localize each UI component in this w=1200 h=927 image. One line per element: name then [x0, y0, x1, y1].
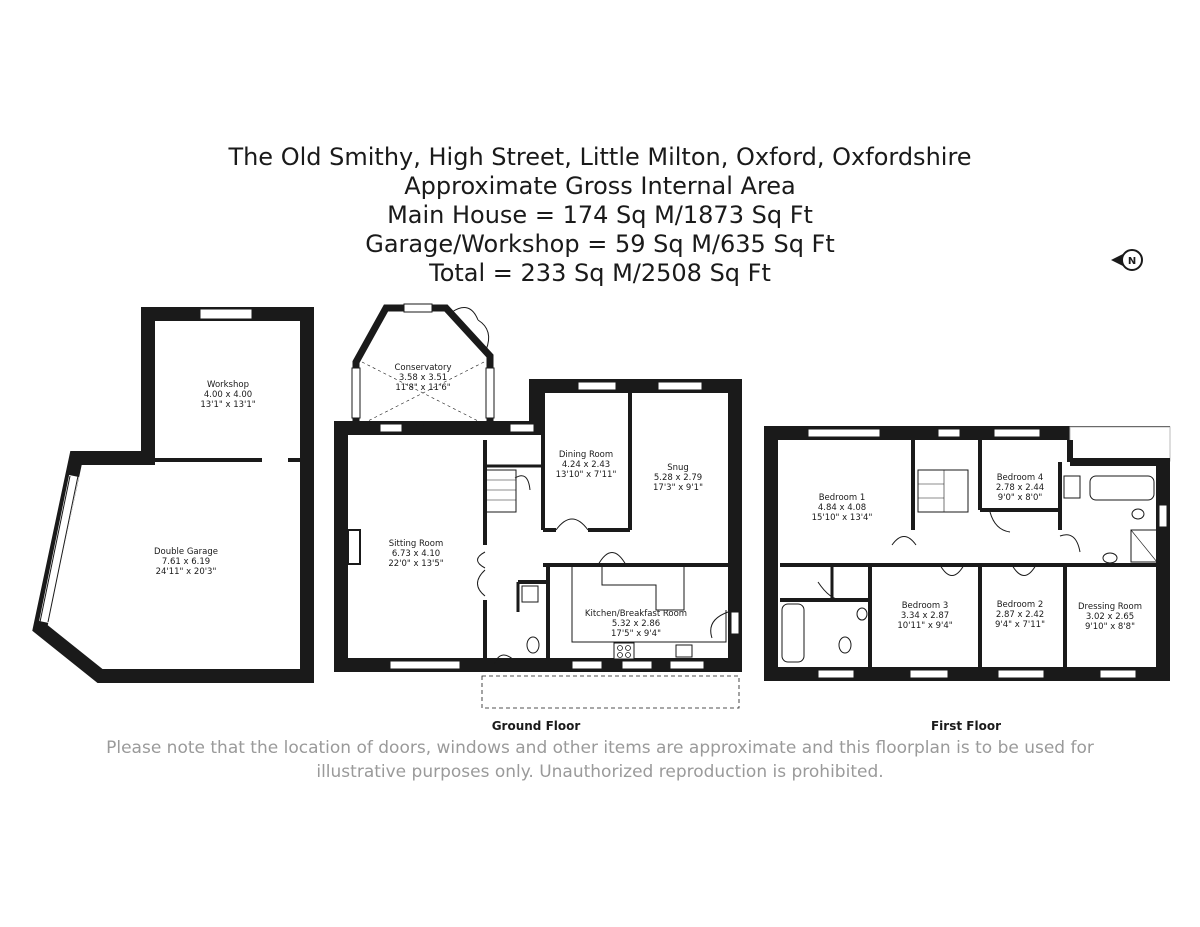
svg-text:9'4" x 7'11": 9'4" x 7'11" [995, 620, 1045, 630]
svg-text:10'11" x 9'4": 10'11" x 9'4" [897, 621, 952, 631]
svg-text:24'11" x 20'3": 24'11" x 20'3" [156, 567, 217, 577]
svg-text:Bedroom 1: Bedroom 1 [819, 493, 866, 503]
svg-text:22'0" x 13'5": 22'0" x 13'5" [388, 559, 443, 569]
svg-text:17'3" x 9'1": 17'3" x 9'1" [653, 483, 703, 493]
svg-text:Snug: Snug [667, 463, 689, 473]
svg-text:6.73 x 4.10: 6.73 x 4.10 [392, 549, 440, 559]
first-floor-plan [764, 426, 1171, 681]
room-kitchen: Kitchen/Breakfast Room 5.32 x 2.86 17'5"… [585, 609, 687, 639]
svg-text:Double Garage: Double Garage [154, 547, 218, 557]
ground-floor-label: Ground Floor [492, 719, 581, 733]
property-address: The Old Smithy, High Street, Little Milt… [228, 143, 972, 171]
svg-text:4.00 x 4.00: 4.00 x 4.00 [204, 390, 252, 400]
svg-text:5.28 x 2.79: 5.28 x 2.79 [654, 473, 702, 483]
svg-text:15'10" x 13'4": 15'10" x 13'4" [812, 513, 873, 523]
svg-text:Dressing Room: Dressing Room [1078, 602, 1142, 612]
svg-text:N: N [1128, 256, 1136, 267]
svg-text:Conservatory: Conservatory [395, 363, 452, 373]
svg-text:13'10" x 7'11": 13'10" x 7'11" [556, 470, 617, 480]
svg-text:Bedroom 2: Bedroom 2 [997, 600, 1044, 610]
svg-text:Bedroom 3: Bedroom 3 [902, 601, 949, 611]
room-bedroom-4: Bedroom 4 2.78 x 2.44 9'0" x 8'0" [996, 473, 1044, 503]
room-conservatory: Conservatory 3.58 x 3.51 11'8" x 11'6" [395, 363, 452, 393]
ground-floor-plan [334, 303, 742, 709]
svg-text:Kitchen/Breakfast Room: Kitchen/Breakfast Room [585, 609, 687, 619]
svg-text:11'8" x 11'6": 11'8" x 11'6" [395, 383, 450, 393]
area-heading: Approximate Gross Internal Area [404, 172, 796, 200]
svg-text:13'1" x 13'1": 13'1" x 13'1" [200, 400, 255, 410]
svg-text:4.84 x 4.08: 4.84 x 4.08 [818, 503, 866, 513]
room-double-garage: Double Garage 7.61 x 6.19 24'11" x 20'3" [154, 547, 218, 577]
garage-workshop-building [32, 307, 314, 683]
north-arrow-icon: N [1111, 249, 1143, 271]
svg-text:3.58 x 3.51: 3.58 x 3.51 [399, 373, 447, 383]
svg-text:3.34 x 2.87: 3.34 x 2.87 [901, 611, 949, 621]
room-workshop: Workshop 4.00 x 4.00 13'1" x 13'1" [200, 380, 255, 410]
svg-text:17'5" x 9'4": 17'5" x 9'4" [611, 629, 661, 639]
total-area: Total = 233 Sq M/2508 Sq Ft [429, 259, 771, 287]
svg-text:3.02 x 2.65: 3.02 x 2.65 [1086, 612, 1134, 622]
room-dining-room: Dining Room 4.24 x 2.43 13'10" x 7'11" [556, 450, 617, 480]
svg-text:2.78 x 2.44: 2.78 x 2.44 [996, 483, 1044, 493]
first-floor-label: First Floor [931, 719, 1001, 733]
svg-text:Workshop: Workshop [207, 380, 249, 390]
garage-workshop-area: Garage/Workshop = 59 Sq M/635 Sq Ft [365, 230, 835, 258]
svg-text:9'10" x 8'8": 9'10" x 8'8" [1085, 622, 1135, 632]
svg-text:Sitting Room: Sitting Room [389, 539, 443, 549]
room-bedroom-2: Bedroom 2 2.87 x 2.42 9'4" x 7'11" [995, 600, 1045, 630]
svg-text:Dining Room: Dining Room [559, 450, 613, 460]
disclaimer-text: Please note that the location of doors, … [106, 738, 1094, 782]
svg-text:4.24 x 2.43: 4.24 x 2.43 [562, 460, 610, 470]
svg-text:7.61 x 6.19: 7.61 x 6.19 [162, 557, 210, 567]
room-sitting-room: Sitting Room 6.73 x 4.10 22'0" x 13'5" [388, 539, 443, 569]
svg-text:9'0" x 8'0": 9'0" x 8'0" [998, 493, 1043, 503]
svg-text:Bedroom 4: Bedroom 4 [997, 473, 1044, 483]
room-snug: Snug 5.28 x 2.79 17'3" x 9'1" [653, 463, 703, 493]
main-house-area: Main House = 174 Sq M/1873 Sq Ft [387, 201, 813, 229]
room-bedroom-3: Bedroom 3 3.34 x 2.87 10'11" x 9'4" [897, 601, 952, 631]
floorplan-header: The Old Smithy, High Street, Little Milt… [0, 143, 1200, 288]
room-bedroom-1: Bedroom 1 4.84 x 4.08 15'10" x 13'4" [812, 493, 873, 523]
room-dressing-room: Dressing Room 3.02 x 2.65 9'10" x 8'8" [1078, 602, 1142, 632]
svg-text:5.32 x 2.86: 5.32 x 2.86 [612, 619, 660, 629]
svg-text:2.87 x 2.42: 2.87 x 2.42 [996, 610, 1044, 620]
